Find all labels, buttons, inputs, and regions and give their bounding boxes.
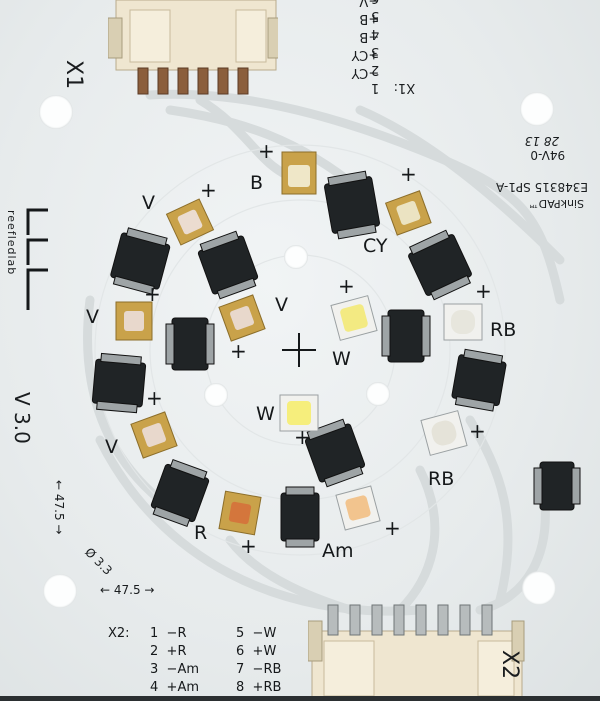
diode-12 [533,461,581,511]
x2-pin-row: 8 +RB [236,680,281,695]
plus-am: + [384,516,401,540]
x2-pin-row: 3 −Am [150,662,199,677]
diode-8 [451,348,507,412]
x2-pin-row: 4 +Am [150,680,199,695]
led-cy [384,190,432,236]
led-rb1 [443,303,483,341]
dimension-horizontal: ← 47.5 → [100,583,155,597]
center-hole-top [284,245,308,269]
center-cross [282,333,316,367]
mounting-hole-top-right [520,92,554,126]
x2-pin-row: 5 −W [236,626,276,641]
led-v1 [165,198,215,246]
plus-v4: + [146,386,163,410]
x2-pin-num: 6 [236,644,245,659]
label-r: R [194,522,208,544]
diode-9 [304,418,366,488]
label-w1: W [332,348,351,370]
label-v3: V [275,294,288,316]
diode-4 [408,229,472,301]
x2-pin-row: 2 +R [150,644,186,659]
diode-5 [165,317,215,371]
label-rb1: RB [490,319,517,341]
center-hole-left [204,383,228,407]
x2-pin-num: 2 [150,644,159,659]
x2-pin-num: 4 [150,680,159,695]
reefledlab-logo [26,208,48,310]
mounting-hole-bottom-left [43,574,77,608]
label-v1: V [142,192,155,214]
x2-pin-sig: +R [166,644,187,659]
x2-pin-num: 7 [236,662,245,677]
diode-7 [91,352,147,414]
plus-cy: + [400,162,417,186]
board-edge [0,696,600,701]
diode-1 [323,170,381,240]
x2-header: X2: [108,626,130,641]
plus-w1: + [338,274,355,298]
diode-3 [110,227,171,295]
x2-label: X2 [497,650,522,680]
plus-v1: + [200,178,217,202]
label-rb2: RB [428,468,455,490]
label-w2: W [256,403,275,425]
diode-10 [150,458,210,528]
plus-v2: + [144,282,161,306]
plus-r: + [240,534,257,558]
x2-pin-sig: −Am [166,662,199,677]
x2-pin-num: 8 [236,680,245,695]
x2-pin-row: 6 +W [236,644,276,659]
led-v2 [115,301,153,341]
led-v3 [218,294,266,342]
x2-pin-sig: +RB [252,680,282,695]
connector-x1 [108,0,278,95]
led-w1 [330,295,378,341]
diode-11 [280,486,320,548]
x2-pin-sig: +Am [166,680,199,695]
x2-pin-num: 3 [150,662,159,677]
led-am [335,485,381,531]
led-w2 [279,394,319,432]
center-hole-right [366,382,390,406]
x2-pin-num: 1 [150,626,159,641]
led-v4 [130,411,178,459]
mounting-hole-bottom-right [522,571,556,605]
label-v4: V [105,436,118,458]
x2-pin-row: 1 −R [150,626,186,641]
label-b: B [250,172,264,194]
led-rb2 [420,410,468,456]
plus-rb1: + [475,279,492,303]
label-v2: V [86,306,99,328]
plus-w2: + [294,425,311,449]
plus-b: + [258,139,275,163]
connector-x2 [308,604,525,701]
x2-pin-row: 7 −RB [236,662,281,677]
led-r [218,490,262,536]
plus-rb2: + [469,419,486,443]
x2-pin-sig: −RB [252,662,282,677]
x2-pin-sig: −W [252,626,277,641]
label-cy: CY [363,235,388,257]
label-am: Am [322,540,354,562]
x2-pin-num: 5 [236,626,245,641]
mounting-hole-top-left [39,95,73,129]
led-b [281,151,317,195]
x2-pin-sig: +W [252,644,277,659]
x2-pin-sig: −R [166,626,187,641]
plus-v3: + [230,339,247,363]
diode-6 [381,309,431,363]
diode-2 [197,230,259,300]
